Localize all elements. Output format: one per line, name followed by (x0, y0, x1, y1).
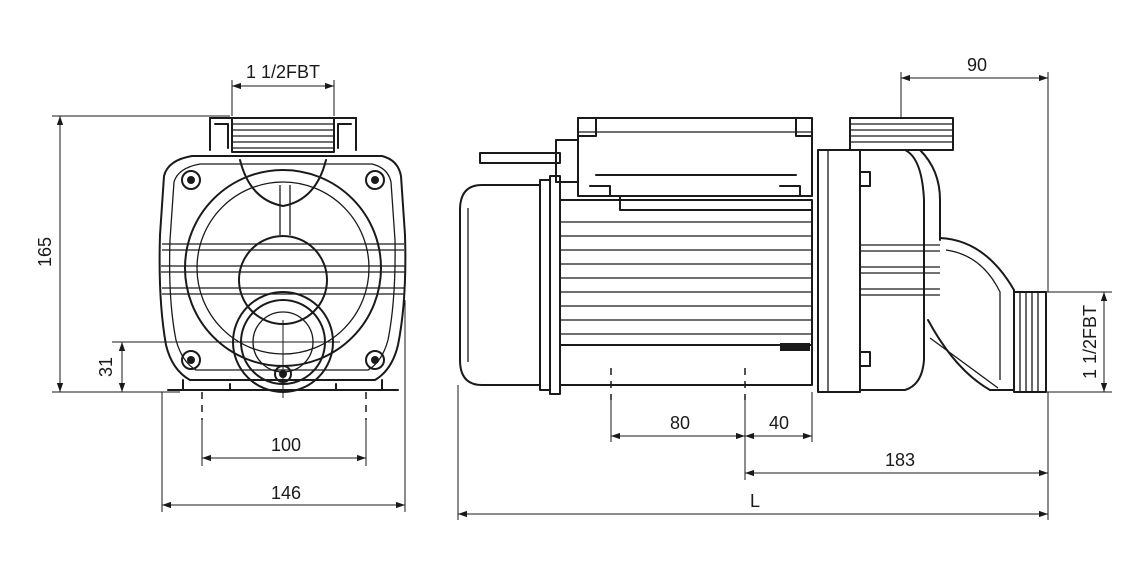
front-bolt-top-right (365, 170, 385, 190)
front-grille (161, 243, 405, 295)
dim-side-inlet-thread: 1 1/2FBT (1080, 305, 1100, 379)
side-outlet-thread (849, 117, 954, 241)
dimension-labels: 1 1/2FBT 165 31 100 146 90 1 1/2FBT 80 4… (35, 55, 1100, 511)
front-casing (158, 155, 407, 381)
inlet-elbow (927, 237, 1015, 391)
motor-end-cap (459, 184, 541, 386)
power-cable (479, 139, 579, 183)
dim-front-foot-spacing: 100 (271, 435, 301, 455)
dim-side-foot-to-housing: 40 (769, 413, 789, 433)
dim-side-outlet-offset: 90 (967, 55, 987, 75)
pump-housing (817, 149, 940, 393)
dim-front-outlet-height: 31 (96, 357, 116, 377)
front-bolt-top-left (181, 170, 201, 190)
front-feet (167, 379, 399, 391)
side-view (459, 117, 1047, 400)
dim-front-height: 165 (35, 237, 55, 267)
front-view (158, 117, 407, 398)
dim-side-foot-to-inlet: 183 (885, 450, 915, 470)
dim-front-inlet-thread: 1 1/2FBT (246, 62, 320, 82)
front-outlet-thread (209, 117, 357, 153)
side-inlet-thread (1013, 291, 1047, 393)
motor-body (559, 199, 813, 386)
dim-side-foot-spacing: 80 (670, 413, 690, 433)
dim-front-width: 146 (271, 483, 301, 503)
dim-side-total-length: L (750, 491, 760, 511)
front-bolt-bottom-right (365, 350, 385, 370)
dimension-lines (52, 72, 1112, 520)
junction-box (577, 117, 813, 211)
front-bolt-bottom-left (181, 350, 201, 370)
